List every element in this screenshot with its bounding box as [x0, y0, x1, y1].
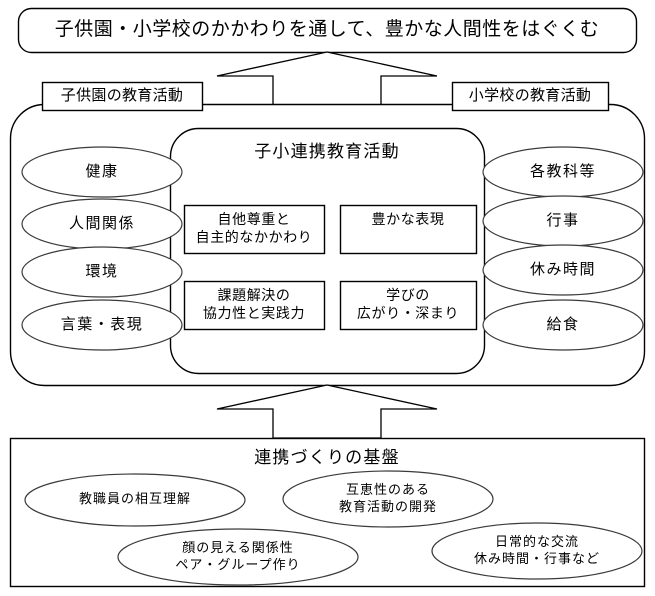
foundation-ellipse-2 [117, 528, 359, 586]
foundation-ellipse-1 [282, 470, 494, 528]
arrow-up-bottom [216, 384, 438, 439]
left-item-ellipse-1 [21, 198, 183, 250]
center-box-3 [339, 280, 478, 331]
right-item-ellipse-0 [482, 146, 644, 198]
center-box-0 [183, 204, 326, 255]
foundation-ellipse-3 [431, 522, 643, 580]
left-item-ellipse-2 [21, 246, 183, 298]
foundation-ellipse-0 [24, 473, 246, 527]
left-item-ellipse-3 [21, 299, 183, 351]
center-box-1 [339, 204, 478, 255]
right-item-ellipse-3 [482, 299, 644, 351]
left-section-title-box [41, 81, 204, 112]
right-section-title-box [451, 81, 610, 112]
right-item-ellipse-1 [482, 195, 644, 247]
left-item-ellipse-0 [21, 146, 183, 198]
center-box-2 [183, 280, 326, 331]
right-item-ellipse-2 [482, 244, 644, 296]
banner-shape [17, 7, 638, 54]
